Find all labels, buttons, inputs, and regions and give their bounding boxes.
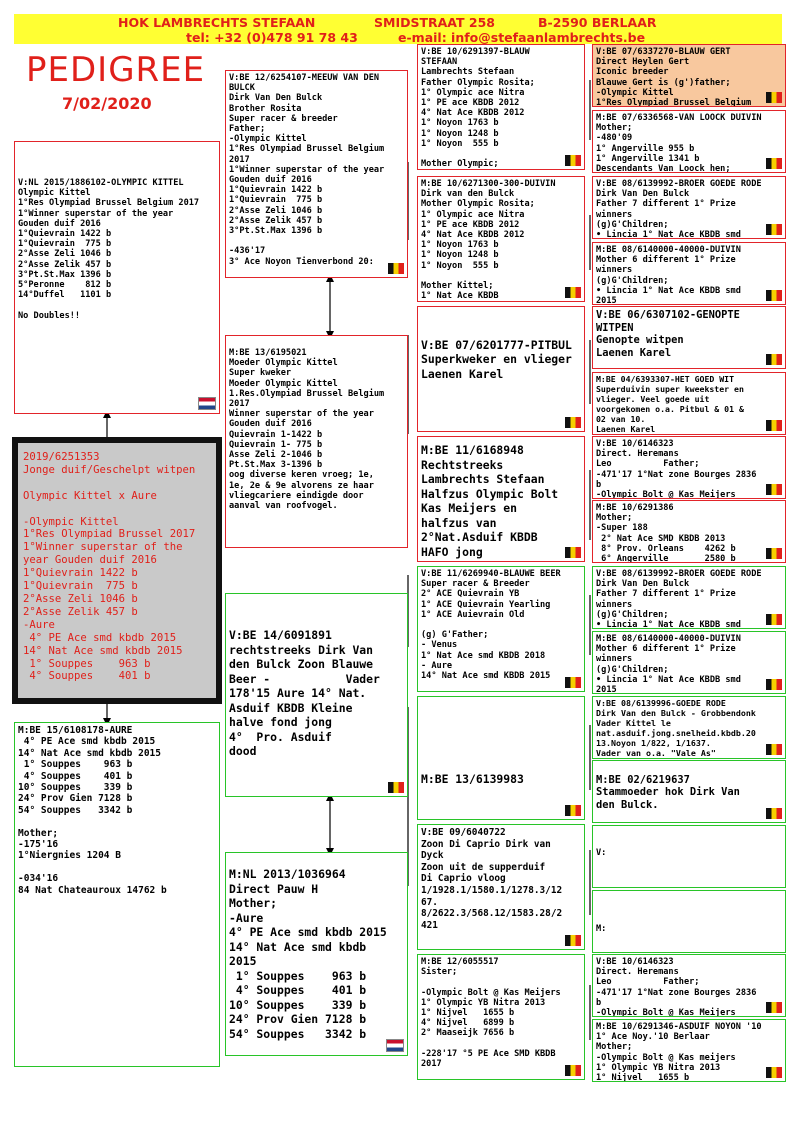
g3-card-8: M:BE 12/6055517 Sister; -Olympic Bolt @ … [417,954,585,1080]
sire-father-card: V:BE 12/6254107-MEEUW VAN DEN BULCK Dirk… [225,70,408,278]
header-bar [14,14,782,44]
g4-text-7: V:BE 10/6146323 Direct. Heremans Leo Fat… [596,439,757,499]
g4-card-11: V:BE 08/6139996-GOEDE RODE Dirk Van den … [592,696,786,759]
subject-pigeon-card: 2019/6251353 Jonge duif/Geschelpt witpen… [12,437,222,704]
flag-be-icon [766,420,782,431]
g3-text-1: V:BE 10/6291397-BLAUW STEFAAN Lambrechts… [421,47,535,170]
g4-card-2: M:BE 07/6336568-VAN LOOCK DUIVIN Mother;… [592,110,786,173]
g4-text-9: V:BE 08/6139992-BROER GOEDE RODE Dirk Va… [596,569,762,629]
g4-card-1: V:BE 07/6337270-BLAUW GERT Direct Heylen… [592,44,786,107]
g4-text-11: V:BE 08/6139996-GOEDE RODE Dirk Van den … [596,698,756,758]
g4-text-6: M:BE 04/6393307-HET GOED WIT Superduivin… [596,374,744,434]
flag-be-icon [565,547,581,558]
flag-be-icon [766,744,782,755]
g4-text-10: M:BE 08/6140000-40000-DUIVIN Mother 6 di… [596,634,741,694]
pedigree-date: 7/02/2020 [62,94,152,113]
g3-text-5: V:BE 11/6269940-BLAUWE BEER Super racer … [421,569,561,682]
flag-nl-icon [386,1039,404,1052]
g4-card-12: M:BE 02/6219637 Stammoeder hok Dirk Van … [592,760,786,823]
dam-father-card: V:BE 14/6091891 rechtstreeks Dirk Van de… [225,593,408,797]
subject-text: 2019/6251353 Jonge duif/Geschelpt witpen… [23,451,196,683]
sire-mother-card: M:BE 13/6195021 Moeder Olympic Kittel Su… [225,335,408,548]
flag-be-icon [766,224,782,235]
g4-text-1: V:BE 07/6337270-BLAUW GERT Direct Heylen… [596,47,752,107]
flag-be-icon [565,417,581,428]
g4-card-3: V:BE 08/6139992-BROER GOEDE RODE Dirk Va… [592,176,786,239]
g3-card-3: V:BE 07/6201777-PITBUL Superkweker en vl… [417,306,585,432]
g3-card-2: M:BE 10/6271300-300-DUIVIN Dirk van den … [417,176,585,302]
g4-text-14: M: [596,923,607,934]
flag-be-icon [766,1002,782,1013]
dam-mother-card: M:NL 2013/1036964 Direct Pauw H Mother; … [225,852,408,1056]
flag-be-icon [388,782,404,793]
flag-be-icon [766,354,782,365]
g4-card-7: V:BE 10/6146323 Direct. Heremans Leo Fat… [592,436,786,499]
g4-text-16: M:BE 10/6291346-ASDUIF NOYON '10 1° Ace … [596,1022,762,1082]
dam-mother-text: M:NL 2013/1036964 Direct Pauw H Mother; … [229,867,387,1041]
flag-be-icon [565,1065,581,1076]
flag-be-icon [565,155,581,166]
g3-text-3: V:BE 07/6201777-PITBUL Superkweker en vl… [421,337,572,381]
dam-father-text: V:BE 14/6091891 rechtstreeks Dirk Van de… [229,628,380,758]
dam-text: M:BE 15/6108178-AURE 4° PE Ace smd kbdb … [18,725,167,896]
g3-text-7: V:BE 09/6040722 Zoon Di Caprio Dirk van … [421,827,563,931]
flag-be-icon [766,679,782,690]
sire-card: V:NL 2015/1886102-OLYMPIC KITTEL Olympic… [14,141,220,414]
flag-be-icon [766,1067,782,1078]
flag-be-icon [388,263,404,274]
flag-be-icon [766,92,782,103]
g4-card-4: M:BE 08/6140000-40000-DUIVIN Mother 6 di… [592,242,786,305]
sire-text: V:NL 2015/1886102-OLYMPIC KITTEL Olympic… [18,178,200,321]
g4-text-5: V:BE 06/6307102-GENOPTE WITPEN Genopte w… [596,309,740,359]
flag-be-icon [766,290,782,301]
flag-be-icon [766,548,782,559]
sire-father-text: V:BE 12/6254107-MEEUW VAN DEN BULCK Dirk… [229,73,385,267]
g4-text-13: V: [596,848,607,859]
g4-card-6: M:BE 04/6393307-HET GOED WIT Superduivin… [592,372,786,435]
telephone: tel: +32 (0)478 91 78 43 [186,30,358,45]
g4-card-16: M:BE 10/6291346-ASDUIF NOYON '10 1° Ace … [592,1019,786,1082]
g4-card-8: M:BE 10/6291386 Mother; -Super 188 2° Na… [592,500,786,563]
flag-nl-icon [198,397,216,410]
city-address: B-2590 BERLAAR [538,15,657,30]
g3-card-7: V:BE 09/6040722 Zoon Di Caprio Dirk van … [417,824,585,950]
g4-card-5: V:BE 06/6307102-GENOPTE WITPEN Genopte w… [592,306,786,369]
g3-card-6: M:BE 13/6139983 [417,696,585,820]
street-address: SMIDSTRAAT 258 [374,15,495,30]
g4-text-4: M:BE 08/6140000-40000-DUIVIN Mother 6 di… [596,245,741,305]
page-title: PEDIGREE [26,50,206,90]
email: e-mail: info@stefaanlambrechts.be [398,30,646,45]
flag-be-icon [766,158,782,169]
flag-be-icon [766,614,782,625]
g3-text-8: M:BE 12/6055517 Sister; -Olympic Bolt @ … [421,957,561,1070]
g4-text-2: M:BE 07/6336568-VAN LOOCK DUIVIN Mother;… [596,113,762,173]
g3-card-5: V:BE 11/6269940-BLAUWE BEER Super racer … [417,566,585,692]
flag-be-icon [766,808,782,819]
flag-be-icon [565,935,581,946]
g4-card-13: V: [592,825,786,888]
dam-card: M:BE 15/6108178-AURE 4° PE Ace smd kbdb … [14,722,220,1067]
g3-text-4: M:BE 11/6168948 Rechtstreeks Lambrechts … [421,443,559,559]
g4-text-3: V:BE 08/6139992-BROER GOEDE RODE Dirk Va… [596,179,762,239]
g4-text-8: M:BE 10/6291386 Mother; -Super 188 2° Na… [596,503,736,563]
flag-be-icon [766,484,782,495]
g3-text-2: M:BE 10/6271300-300-DUIVIN Dirk van den … [421,179,556,302]
g4-card-9: V:BE 08/6139992-BROER GOEDE RODE Dirk Va… [592,566,786,629]
flag-be-icon [565,287,581,298]
loft-name: HOK LAMBRECHTS STEFAAN [118,15,316,30]
flag-be-icon [565,805,581,816]
g4-card-15: V:BE 10/6146323 Direct. Heremans Leo Fat… [592,954,786,1017]
g3-card-1: V:BE 10/6291397-BLAUW STEFAAN Lambrechts… [417,44,585,170]
g4-card-14: M: [592,890,786,953]
g4-text-12: M:BE 02/6219637 Stammoeder hok Dirk Van … [596,773,740,811]
flag-be-icon [565,677,581,688]
g3-text-6: M:BE 13/6139983 [421,771,524,786]
sire-mother-text: M:BE 13/6195021 Moeder Olympic Kittel Su… [229,348,385,512]
g4-text-15: V:BE 10/6146323 Direct. Heremans Leo Fat… [596,957,757,1017]
g3-card-4: M:BE 11/6168948 Rechtstreeks Lambrechts … [417,436,585,562]
g4-card-10: M:BE 08/6140000-40000-DUIVIN Mother 6 di… [592,631,786,694]
